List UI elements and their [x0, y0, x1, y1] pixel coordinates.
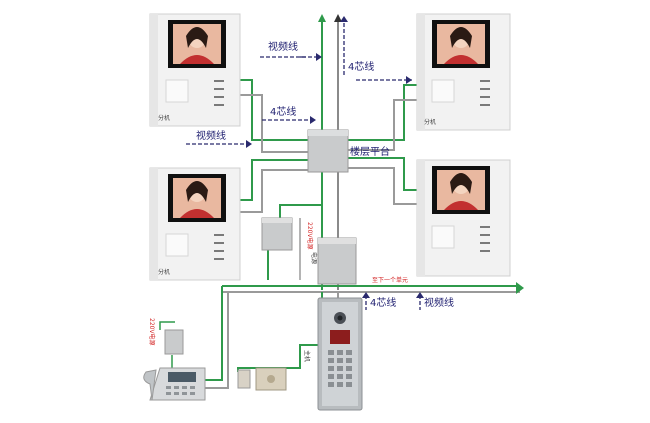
riser-arrow-gray — [334, 14, 342, 22]
wire-tl-gray — [240, 94, 310, 153]
indoor-monitor-mid-right — [416, 159, 511, 277]
wire-tr-green — [348, 84, 417, 141]
riser-arrow-green — [318, 14, 326, 22]
wires — [159, 16, 520, 389]
power-supply-main — [317, 237, 357, 285]
floor-platform-box — [307, 129, 349, 173]
next-unit-label: 至下一个单元 — [372, 276, 408, 284]
wire-lock — [237, 344, 318, 372]
bus-arrow — [516, 282, 524, 294]
wire-tl-green — [240, 79, 310, 141]
main-door-station — [317, 297, 363, 411]
wire-tr-gray — [348, 99, 417, 151]
wire-ml-green — [240, 159, 310, 201]
wire-guard-gray — [205, 292, 229, 389]
wire-guard-green — [205, 286, 223, 381]
monitor-caption: 分机 — [424, 118, 436, 126]
electric-lock — [237, 367, 287, 391]
wire-ml-gray — [240, 169, 310, 213]
wire-guard-psu — [159, 321, 175, 330]
label-4core-mid: 4芯线 — [270, 105, 296, 118]
lock-keyhole-icon — [267, 375, 275, 383]
monitor-caption: 分机 — [158, 114, 170, 122]
power-supply-small — [261, 217, 293, 251]
label-video-bottom: 视频线 — [424, 296, 454, 309]
label-video-top: 视频线 — [268, 40, 298, 53]
label-4core-bottom: 4芯线 — [370, 296, 396, 309]
wire-mr-gray — [348, 167, 417, 205]
label-4core-top: 4芯线 — [348, 60, 374, 73]
floor-platform-label: 楼层平台 — [350, 145, 390, 158]
door-display — [330, 330, 350, 344]
guard-power-label: 220V电源 — [148, 318, 156, 346]
indoor-monitor-top-left: 分机 — [149, 13, 241, 127]
wire-psu-mid — [279, 204, 322, 222]
monitor-caption: 分机 — [158, 268, 170, 276]
guard-power-supply — [164, 329, 184, 355]
guard-display — [168, 372, 196, 382]
indoor-monitor-mid-left: 分机 — [149, 167, 241, 281]
wire-mr-green — [348, 157, 417, 191]
power-supply-label: 电源 — [310, 252, 318, 264]
guard-station — [143, 367, 206, 401]
keypad — [328, 350, 352, 387]
power-220-label: 220V电源 — [306, 222, 314, 250]
indoor-monitor-top-right: 分机 — [416, 13, 511, 131]
main-unit-label: 主机 — [303, 350, 311, 362]
label-video-mid: 视频线 — [196, 129, 226, 142]
handset — [143, 369, 157, 401]
